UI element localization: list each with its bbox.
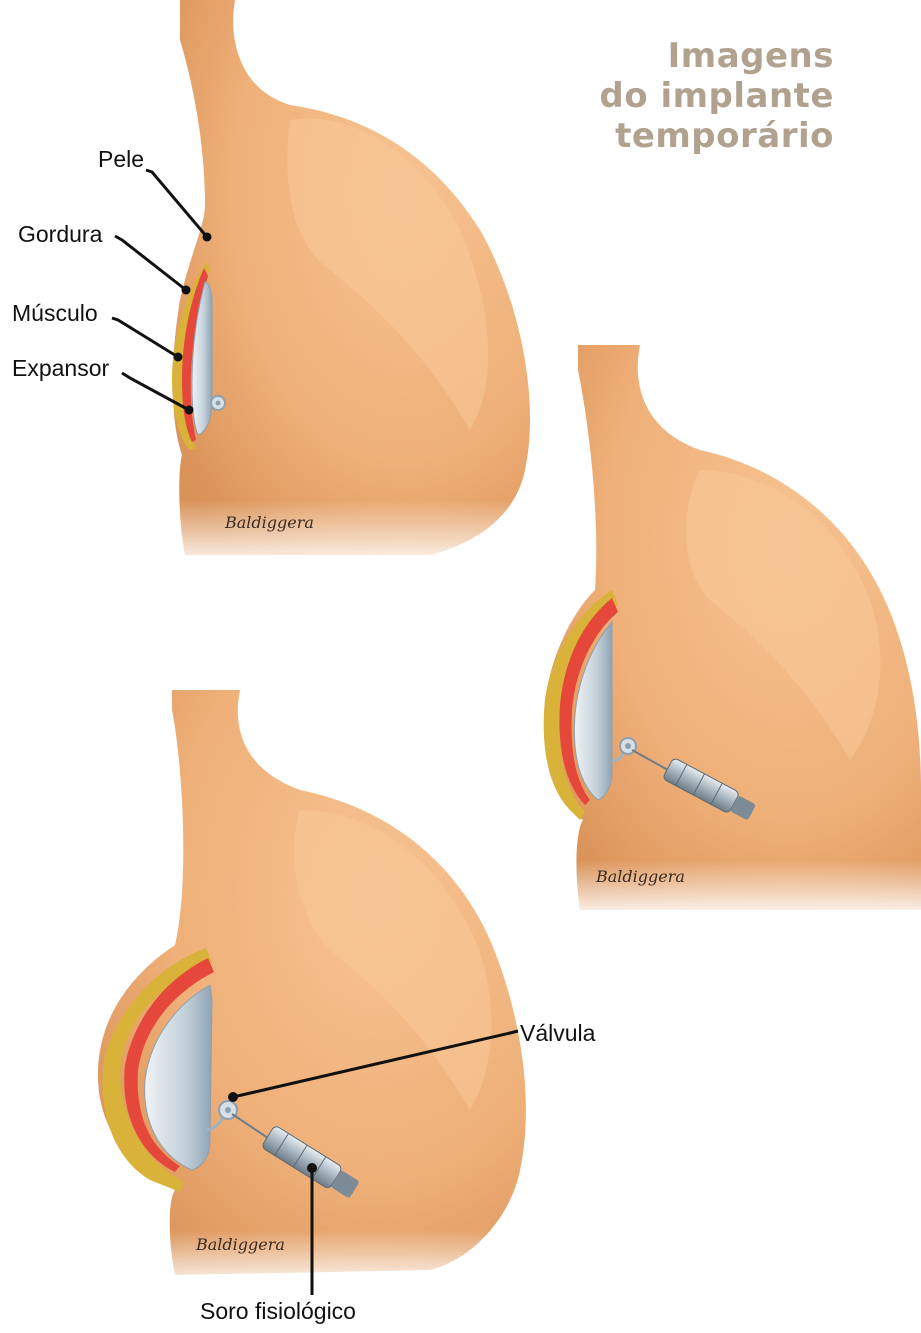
leader-dot-gordura <box>182 286 191 295</box>
leader-line-gordura <box>115 236 186 290</box>
label-musculo: Músculo <box>12 300 98 327</box>
leader-dot-expansor <box>185 406 194 415</box>
title-line-3: temporário <box>599 116 834 156</box>
artist-signature-2: Baldiggera <box>595 867 685 886</box>
page-title: Imagens do implante temporário <box>599 36 834 156</box>
leader-dot-valvula <box>228 1092 238 1102</box>
artist-signature-3: Baldiggera <box>195 1235 285 1254</box>
leader-line-musculo <box>112 318 178 357</box>
label-gordura: Gordura <box>18 221 102 248</box>
leader-dot-soro <box>307 1163 317 1173</box>
label-pele: Pele <box>98 146 144 173</box>
title-line-2: do implante <box>599 76 834 116</box>
leader-line-pele <box>146 170 207 237</box>
leader-dot-pele <box>203 233 212 242</box>
figure-2-torso <box>544 345 921 920</box>
leader-dot-musculo <box>174 353 183 362</box>
label-soro-fisiologico: Soro fisiológico <box>200 1298 356 1325</box>
artist-signature-1: Baldiggera <box>224 513 314 532</box>
label-expansor: Expansor <box>12 355 109 382</box>
title-line-1: Imagens <box>599 36 834 76</box>
figure-1-torso <box>170 0 550 570</box>
label-valvula: Válvula <box>520 1020 595 1047</box>
